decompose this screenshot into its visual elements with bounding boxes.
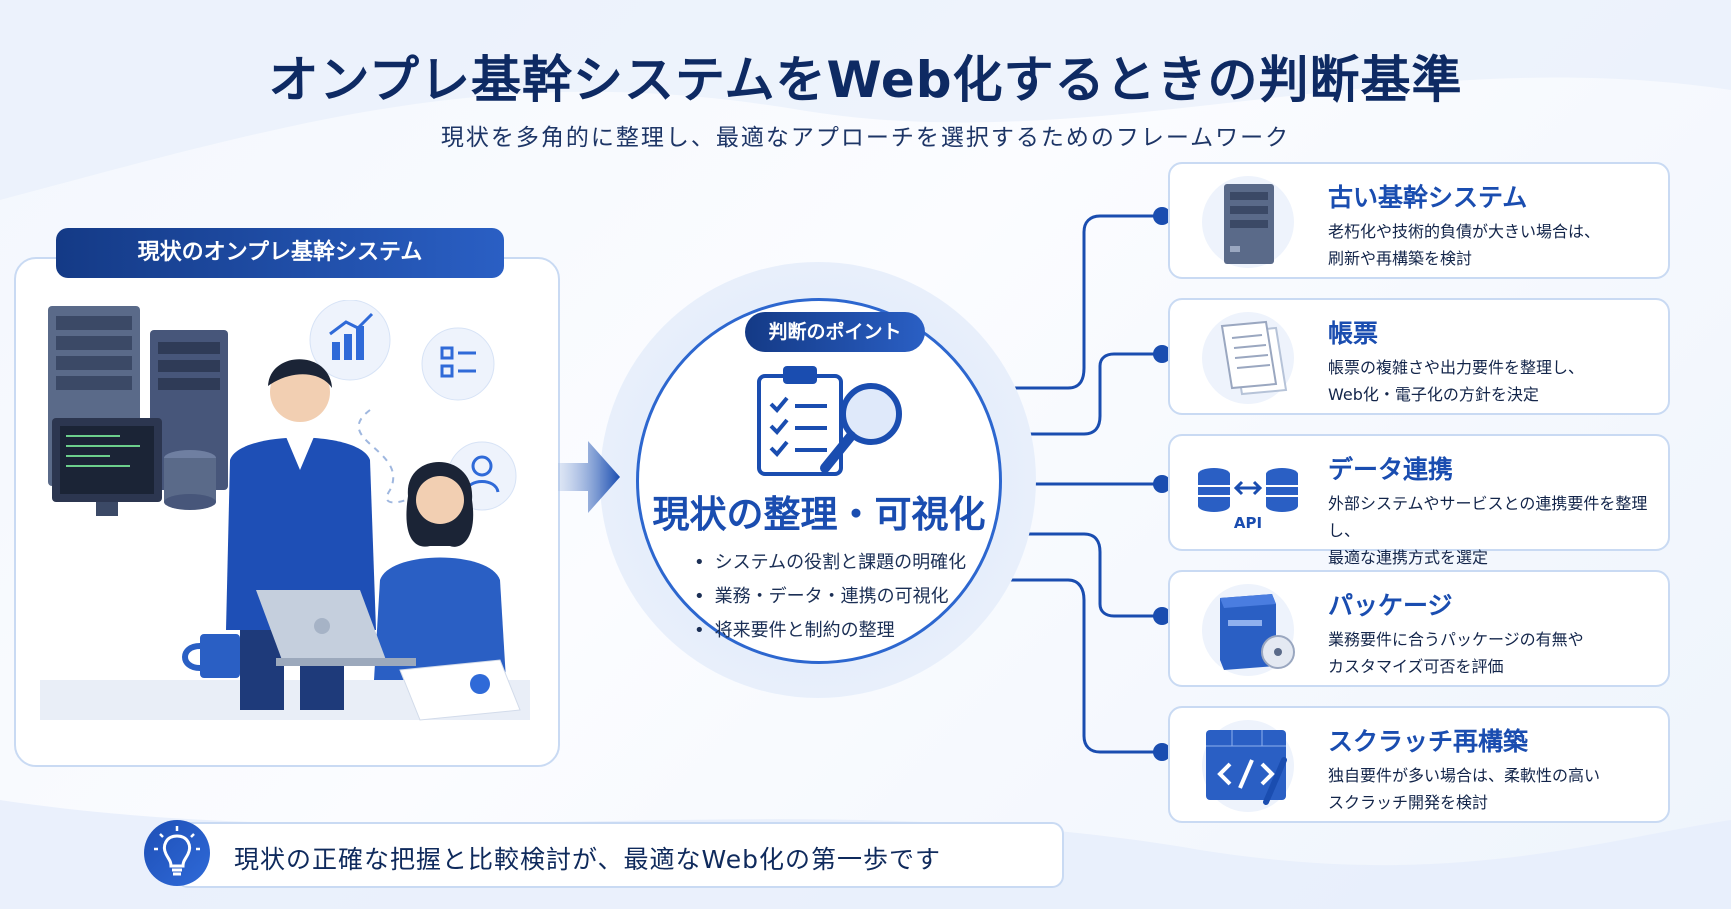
- card-package: パッケージ 業務要件に合うパッケージの有無や カスタマイズ可否を評価: [1168, 570, 1670, 687]
- card-description: 独自要件が多い場合は、柔軟性の高い スクラッチ開発を検討: [1328, 766, 1601, 812]
- key-takeaway-banner: [176, 822, 1064, 888]
- chart-icon: [329, 312, 374, 360]
- flow-arrow-icon: [558, 441, 620, 513]
- center-bullet: システムの役割と課題の明確化: [694, 548, 966, 574]
- lightbulb-icon: [144, 820, 210, 886]
- card-description: 老朽化や技術的負債が大きい場合は、 刷新や再構築を検討: [1328, 222, 1601, 268]
- page-title: オンプレ基幹システムをWeb化するときの判断基準: [268, 51, 1463, 109]
- report-paper-icon: [399, 659, 521, 721]
- center-title: 現状の整理・可視化: [652, 493, 986, 536]
- judgment-point-pill: 判断のポイント: [745, 312, 925, 352]
- card-data-integration: API データ連携 外部システムやサービスとの連携要件を整理し、 最適な連携方式…: [1168, 434, 1670, 567]
- card-title: スクラッチ再構築: [1328, 727, 1529, 756]
- code-blueprint-icon: [1202, 720, 1294, 812]
- server-tower-icon: [1202, 176, 1294, 268]
- center-bullet: 業務・データ・連携の可視化: [694, 582, 966, 608]
- api-label: API: [1234, 514, 1262, 532]
- current-system-header: 現状のオンプレ基幹システム: [56, 228, 504, 278]
- card-description: 外部システムやサービスとの連携要件を整理し、 最適な連携方式を選定: [1328, 494, 1648, 567]
- center-bullet: 将来要件と制約の整理: [694, 616, 966, 642]
- card-description: 業務要件に合うパッケージの有無や カスタマイズ可否を評価: [1328, 630, 1584, 676]
- clipboard-magnifier-icon: [757, 366, 902, 476]
- card-description: 帳票の複雑さや出力要件を整理し、 Web化・電子化の方針を決定: [1328, 358, 1585, 404]
- center-bullet-list: システムの役割と課題の明確化 業務・データ・連携の可視化 将来要件と制約の整理: [694, 548, 966, 650]
- card-legacy-system: 古い基幹システム 老朽化や技術的負債が大きい場合は、 刷新や再構築を検討: [1168, 162, 1670, 279]
- database-icon: [164, 450, 216, 510]
- card-title: データ連携: [1328, 455, 1454, 484]
- card-title: 帳票: [1328, 319, 1379, 348]
- server-rack-icon: [48, 306, 228, 490]
- monitor-icon: [52, 418, 162, 516]
- page-subtitle: 現状を多角的に整理し、最適なアプローチを選択するためのフレームワーク: [440, 125, 1291, 151]
- office-illustration: [40, 300, 530, 721]
- documents-icon: [1202, 312, 1294, 404]
- checklist-icon: [440, 346, 476, 378]
- card-title: パッケージ: [1328, 591, 1453, 620]
- card-scratch-rebuild: スクラッチ再構築 独自要件が多い場合は、柔軟性の高い スクラッチ開発を検討: [1168, 706, 1670, 823]
- database-api-icon: API: [1198, 468, 1298, 532]
- laptop-icon: [256, 590, 416, 666]
- woman-figure: [374, 461, 506, 680]
- key-takeaway-text: 現状の正確な把握と比較検討が、最適なWeb化の第一歩です: [234, 845, 942, 874]
- card-forms: 帳票 帳票の複雑さや出力要件を整理し、 Web化・電子化の方針を決定: [1168, 298, 1670, 415]
- card-title: 古い基幹システム: [1328, 183, 1528, 212]
- package-box-icon: [1202, 584, 1295, 676]
- mug-icon: [182, 634, 240, 678]
